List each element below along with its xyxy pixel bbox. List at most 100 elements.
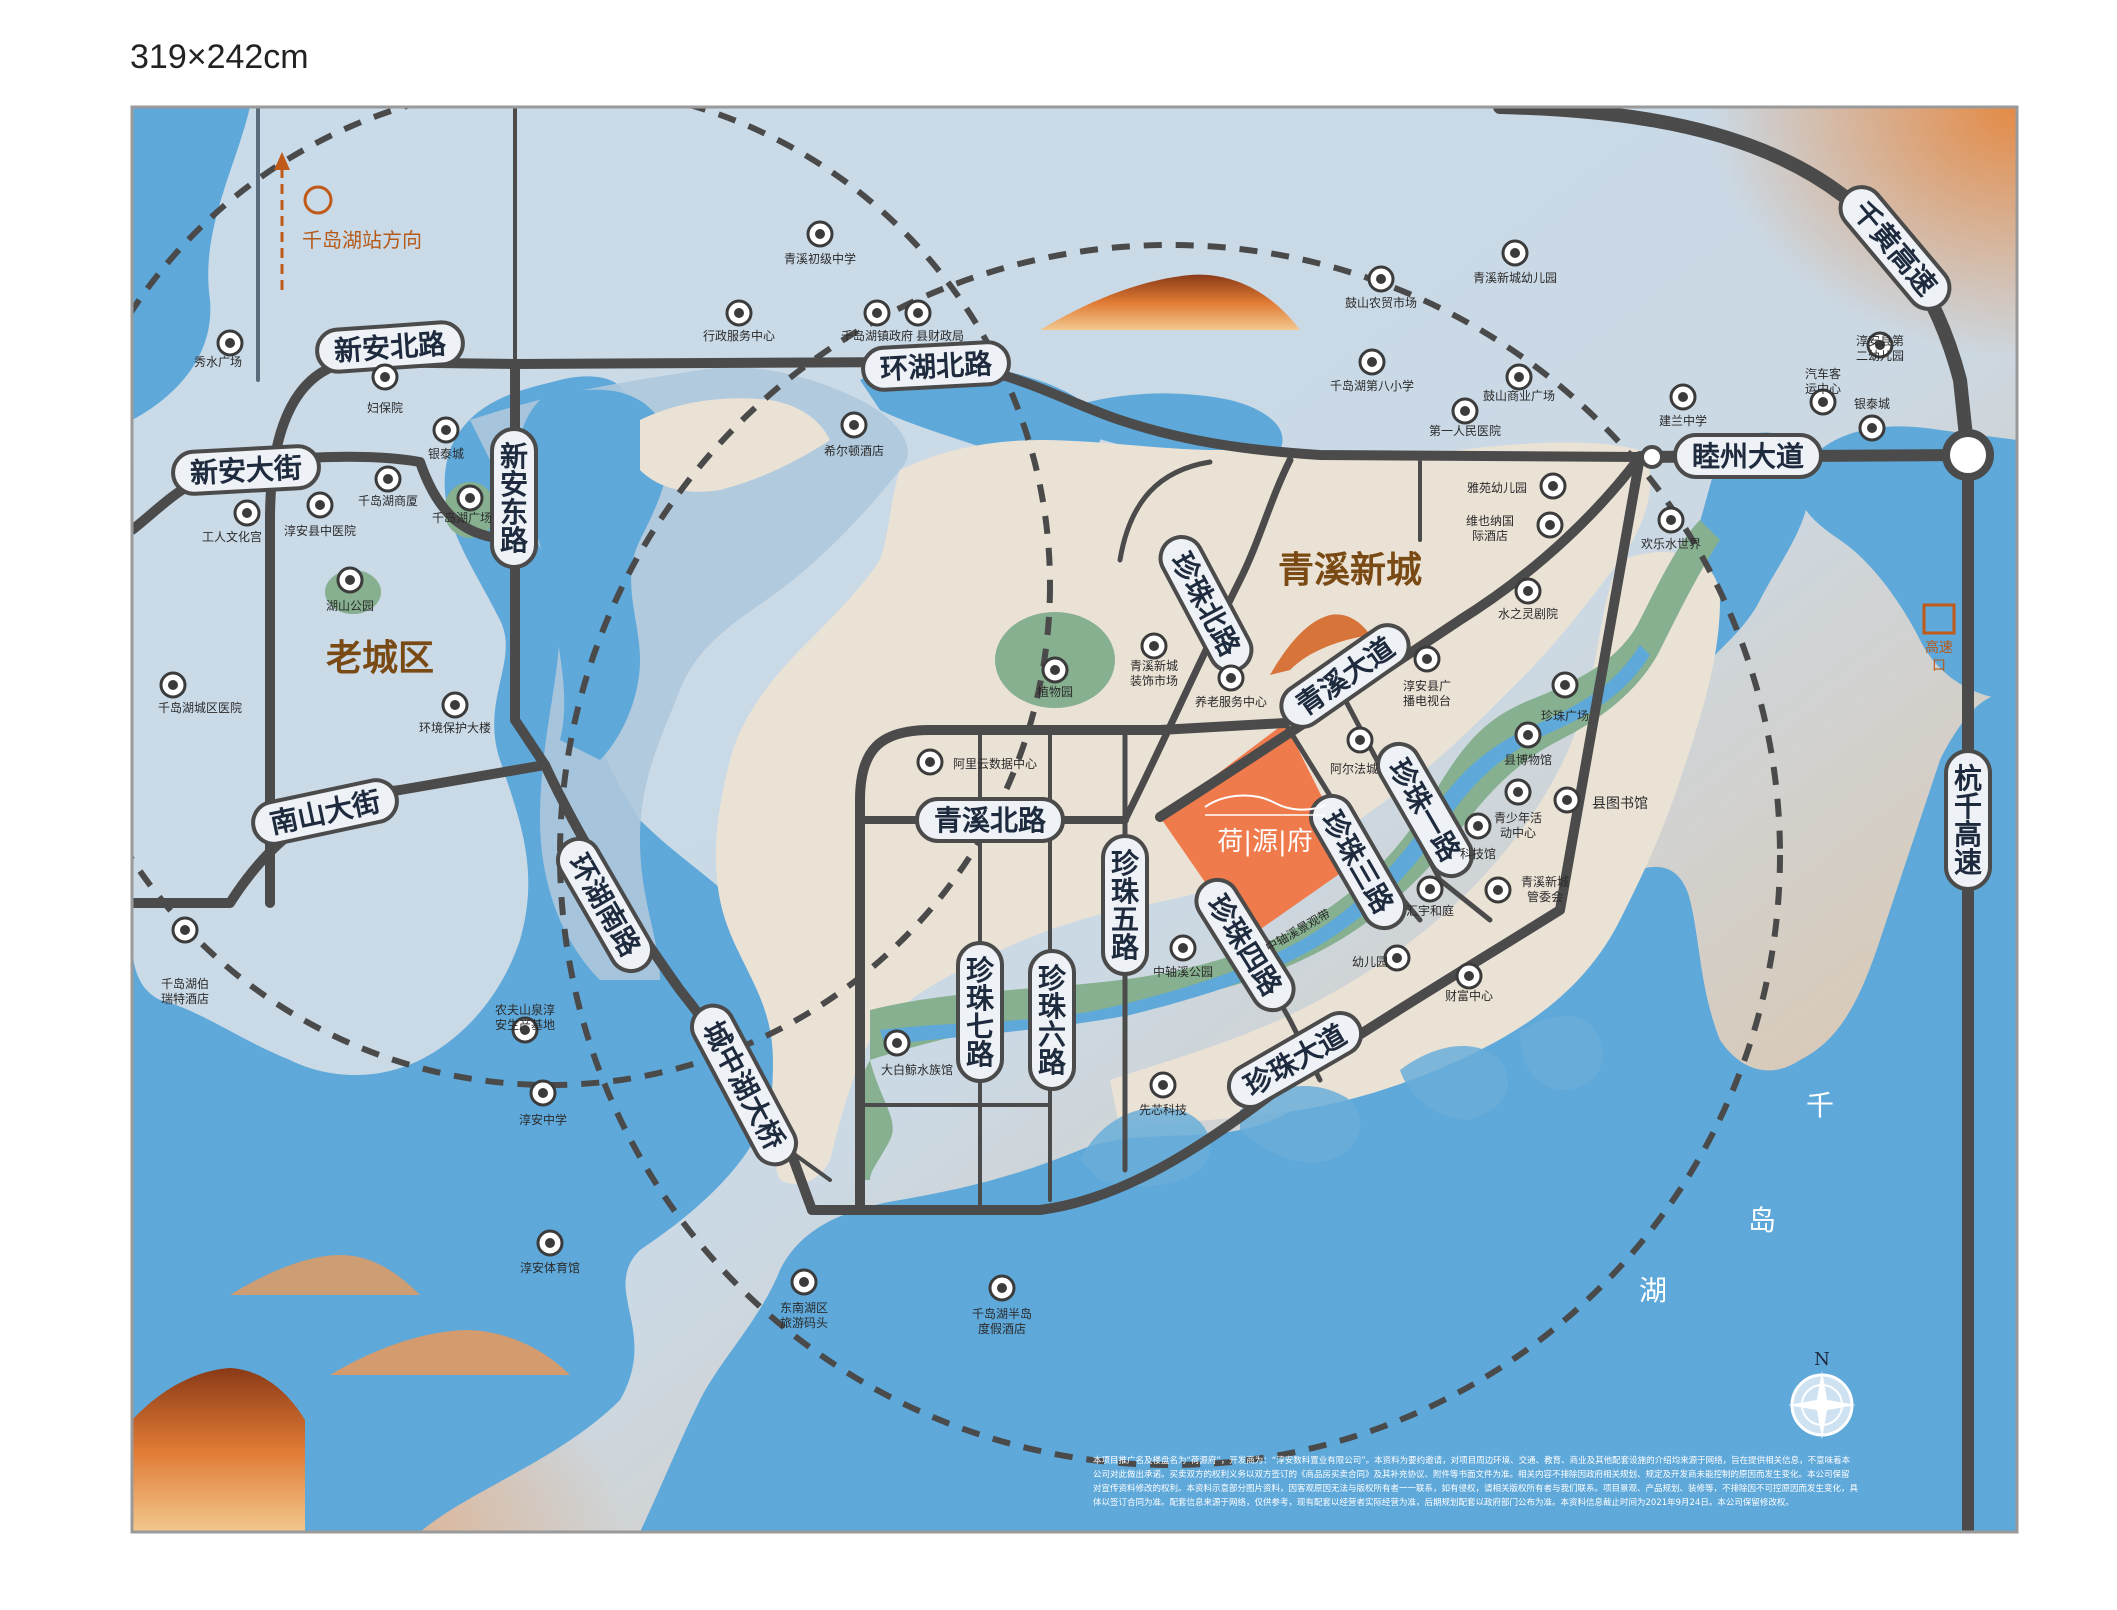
exit-label-1: 高速 <box>1925 639 1953 656</box>
poi-label: 青溪新城管委会 <box>1521 874 1569 904</box>
poi-label: 千岛湖城区医院 <box>158 700 242 715</box>
poi-water-theatre: 水之灵剧院 <box>1498 577 1558 621</box>
poi-bus-station: 汽车客运中心 <box>1805 366 1841 416</box>
poi-label: 中轴溪公园 <box>1153 964 1213 979</box>
poi-label: 千岛湖半岛度假酒店 <box>972 1306 1032 1336</box>
station-label: 千岛湖站方向 <box>302 228 422 252</box>
poi-label: 千岛湖伯瑞特酒店 <box>161 976 209 1006</box>
poi-whale-aquarium: 大白鲸水族馆 <box>881 1029 953 1077</box>
road-label-text: 环湖北路 <box>879 347 994 386</box>
project-logo: 荷|源|府 <box>1204 794 1326 857</box>
poi-town-government: 千岛湖镇政府 <box>841 299 913 343</box>
poi-qingxi-junior: 青溪初级中学 <box>784 220 856 266</box>
poi-finance-bureau: 县财政局 <box>904 299 964 343</box>
poi-label: 财富中心 <box>1445 988 1493 1003</box>
poi-label: 幼儿园 <box>1352 955 1388 969</box>
road-label-huanhu-north: 环湖北路 <box>861 340 1011 392</box>
decorative-hill <box>1040 274 1300 330</box>
lake-label-3: 湖 <box>1639 1274 1667 1307</box>
disclaimer-line: 体以签订合同为准。配套信息来源于网络，仅供参考，现有配套以经营者实际经营为准，后… <box>1093 1497 1794 1508</box>
poi-first-hospital: 第一人民医院 <box>1429 397 1501 438</box>
poi-vienna-hotel: 维也纳国际酒店 <box>1466 511 1564 543</box>
poi-tv-center: 淳安县广播电视台 <box>1403 645 1451 708</box>
poi-label: 雅苑幼儿园 <box>1467 480 1527 495</box>
poi-city-hospital: 千岛湖城区医院 <box>158 671 242 715</box>
poi-label: 阿里云数据中心 <box>953 756 1037 771</box>
poi-label: 养老服务中心 <box>1195 694 1267 709</box>
poi-label: 农夫山泉淳安生产基地 <box>495 1002 555 1032</box>
poi-peninsula-resort: 千岛湖半岛度假酒店 <box>972 1274 1032 1336</box>
road-label-xinan-avenue: 新安大街 <box>171 444 321 496</box>
poi-label: 县图书馆 <box>1592 796 1648 812</box>
poi-decoration-market: 青溪新城装饰市场 <box>1130 632 1178 688</box>
poi-label: 先芯科技 <box>1139 1103 1187 1117</box>
poi-fubaoyuan: 妇保院 <box>367 363 403 415</box>
poi-label: 银泰城 <box>1854 397 1890 411</box>
poi-jianlan-middle: 建兰中学 <box>1659 383 1707 428</box>
compass-north-label: N <box>1814 1349 1830 1370</box>
poi-zhenzhu-plaza: 珍珠广场 <box>1541 671 1589 723</box>
poi-library: 县图书馆 <box>1553 786 1648 814</box>
poi-admin-committee: 青溪新城管委会 <box>1484 874 1569 904</box>
poi-label: 第一人民医院 <box>1429 424 1501 438</box>
exit-label-2: 口 <box>1932 658 1946 674</box>
disclaimer-line: 公司对此做出承诺。买卖双方的权利义务以双方签订的《商品房买卖合同》及其补充协议、… <box>1093 1469 1850 1480</box>
new-town-label: 青溪新城 <box>1278 550 1422 591</box>
road-label-qingxi-north: 青溪北路 <box>915 797 1065 843</box>
poi-label: 珍珠广场 <box>1541 709 1589 723</box>
lake-label-2: 岛 <box>1748 1204 1776 1237</box>
poi-yintai-east: 银泰城 <box>1854 397 1890 442</box>
poi-yintaicheng: 银泰城 <box>428 416 464 461</box>
lake-water <box>132 107 785 1532</box>
road-label-text: 青溪北路 <box>934 804 1047 837</box>
poi-kindergarten: 幼儿园 <box>1352 944 1411 972</box>
poi-happy-world: 欢乐水世界 <box>1641 506 1701 551</box>
map-frame <box>130 105 2019 1534</box>
poi-elderly-center: 养老服务中心 <box>1195 664 1267 709</box>
poi-qiandaohu-mall: 千岛湖商厦 <box>358 465 418 508</box>
exit-icon <box>1922 603 1956 635</box>
poi-botanical: 植物园 <box>1037 656 1073 699</box>
poi-label: 科技馆 <box>1460 846 1496 861</box>
poi-no8-primary: 千岛湖第八小学 <box>1330 348 1414 393</box>
poi-label: 青溪新城幼儿园 <box>1473 270 1557 285</box>
disclaimer: 本项目推广名及楼盘名为“荷源府”，开发商为：“淳安数科置业有限公司”。本资料为要… <box>1093 1455 1859 1508</box>
poi-qingxi-kindergarten: 青溪新城幼儿园 <box>1473 239 1557 285</box>
poi-label: 鼓山商业广场 <box>1483 388 1555 403</box>
poi-huiyu: 汇宇和庭 <box>1406 875 1454 918</box>
poi-youth-center: 青少年活动中心 <box>1494 778 1542 840</box>
poi-caifu-center: 财富中心 <box>1445 962 1493 1003</box>
poi-gushan-plaza: 鼓山商业广场 <box>1483 363 1555 403</box>
poi-aliyun: 阿里云数据中心 <box>916 748 1037 776</box>
road-label-zhenzhu-7: 珍珠七路 <box>956 941 1004 1083</box>
poi-label: 行政服务中心 <box>703 328 775 343</box>
poi-alpha-city: 阿尔法城 <box>1330 726 1378 776</box>
poi-label: 东南湖区旅游码头 <box>780 1300 828 1330</box>
road-label-xinan-east: 新安东路 <box>490 427 538 569</box>
poi-no2-kindergarten: 淳安县第二幼儿园 <box>1856 331 1904 363</box>
poi-label: 妇保院 <box>367 401 403 415</box>
poi-label: 银泰城 <box>428 447 464 461</box>
road-label-text: 珍珠六路 <box>1038 962 1067 1079</box>
lake-label-1: 千 <box>1806 1089 1834 1122</box>
poi-label: 希尔顿酒店 <box>824 443 884 458</box>
poi-label: 环境保护大楼 <box>419 720 491 735</box>
poi-xiushui-square: 秀水广场 <box>194 329 244 369</box>
poi-worker-palace: 工人文化宫 <box>202 499 262 544</box>
poi-hilton: 希尔顿酒店 <box>824 411 884 458</box>
poi-label: 淳安县第二幼儿园 <box>1856 333 1904 363</box>
poi-museum: 县博物馆 <box>1504 721 1552 767</box>
poi-label: 欢乐水世界 <box>1641 536 1701 551</box>
poi-label: 青溪新城装饰市场 <box>1130 658 1178 688</box>
poi-label: 县博物馆 <box>1504 752 1552 767</box>
poi-xianxin: 先芯科技 <box>1139 1071 1187 1117</box>
poi-label: 汇宇和庭 <box>1406 903 1454 918</box>
interchange <box>1942 429 1994 481</box>
poi-label: 湖山公园 <box>326 598 374 613</box>
poi-label: 青少年活动中心 <box>1494 811 1542 840</box>
road-label-text: 新安北路 <box>333 327 448 368</box>
poi-chunan-middle: 淳安中学 <box>519 1079 567 1127</box>
poi-label: 青溪初级中学 <box>784 251 856 266</box>
road-label-hangqian-expressway: 杭千高速 <box>1944 749 1992 891</box>
